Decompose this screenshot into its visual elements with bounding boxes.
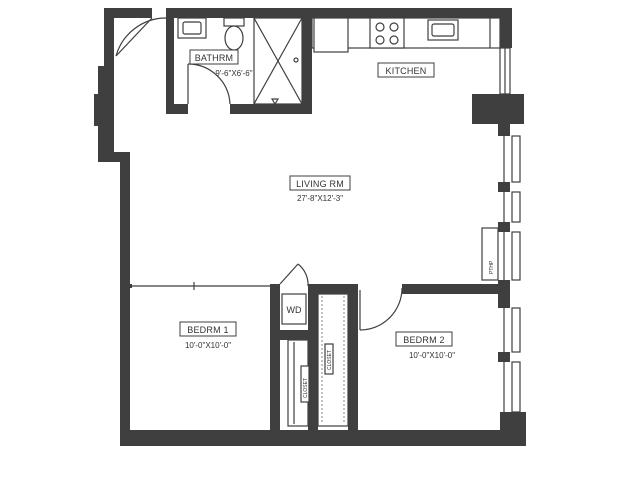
left-wall-step	[104, 152, 130, 162]
entry-door	[115, 17, 167, 57]
window-living-1	[511, 135, 521, 183]
washer-dryer: WD	[279, 263, 309, 325]
window-bedroom2-2	[511, 361, 521, 413]
top-wall-right	[166, 8, 510, 18]
closet-right-label: CLOSET	[327, 350, 333, 370]
living-room: LIVING RM 27'-8"X12'-3" PTHP	[289, 175, 499, 281]
window-living-3	[511, 231, 521, 281]
refrigerator-icon	[313, 17, 349, 53]
bedroom-2: BEDRM 2 10'-0"X10'-0"	[359, 287, 455, 360]
pthp-unit	[481, 227, 499, 281]
left-wall-lower	[120, 152, 130, 446]
wd-label: WD	[287, 305, 302, 315]
bathroom-dims: 9'-6"X6'-6"	[215, 69, 252, 78]
bathroom-right-wall	[302, 8, 312, 114]
right-pier-5	[498, 352, 510, 362]
bed2-label-box	[395, 331, 453, 347]
wd-right-wall	[308, 284, 318, 434]
living-name: LIVING RM	[296, 179, 344, 189]
kitchen: KITCHEN	[311, 17, 501, 78]
closets: CLOSET CLOSET	[287, 293, 349, 427]
left-wall-column	[94, 94, 114, 126]
interior-walls	[120, 282, 502, 434]
right-wall-top	[500, 8, 512, 48]
bathroom: BATHRM 9'-6"X6'-6"	[166, 8, 312, 114]
living-label-box	[289, 175, 351, 191]
bed1-name: BEDRM 1	[187, 325, 228, 335]
bathroom-bottom-wall-right	[230, 104, 312, 114]
bottom-wall	[120, 430, 526, 446]
closet-left-label: CLOSET	[303, 378, 309, 398]
stove-icon	[369, 17, 405, 49]
left-wall-upper	[104, 8, 114, 66]
bed1-top-wall-stub	[120, 284, 132, 288]
bed2-dims: 10'-0"X10'-0"	[409, 351, 455, 360]
bed1-closet-left-wall	[270, 338, 280, 434]
bathroom-bottom-wall-left	[166, 104, 188, 114]
bed2-top-wall	[402, 284, 502, 294]
right-corner-bottom	[500, 412, 526, 446]
kitchen-name: KITCHEN	[386, 66, 427, 76]
exterior-walls	[94, 8, 526, 446]
closet-top-wall	[318, 284, 358, 294]
toilet-icon	[224, 25, 244, 51]
top-wall-left	[104, 8, 152, 18]
wd-box	[281, 293, 307, 325]
right-pier-1	[498, 124, 510, 136]
shower-drain-icon	[270, 98, 280, 106]
bed1-dims: 10'-0"X10'-0"	[185, 341, 231, 350]
windows	[499, 47, 521, 413]
window-bedroom2-1	[511, 307, 521, 353]
bed1-label-box	[179, 321, 237, 337]
toilet-tank-icon	[223, 17, 245, 27]
closet-divider-wall	[348, 284, 358, 434]
wd-top-wall	[270, 284, 280, 338]
bed2-name: BEDRM 2	[403, 335, 444, 345]
kitchen-label-box	[377, 62, 435, 78]
bathroom-left-wall	[166, 8, 174, 114]
pthp-label: PTHP	[489, 260, 495, 274]
living-dims: 27'-8"X12'-3"	[297, 194, 343, 203]
wd-bottom-wall	[270, 330, 316, 340]
bedroom-1: BEDRM 1 10'-0"X10'-0"	[179, 321, 237, 350]
right-pier-2	[498, 182, 510, 192]
bathroom-name: BATHRM	[195, 53, 234, 63]
right-column	[472, 94, 524, 124]
right-pier-3	[498, 222, 510, 232]
bathroom-label-box	[189, 49, 239, 65]
window-living-2	[511, 191, 521, 223]
